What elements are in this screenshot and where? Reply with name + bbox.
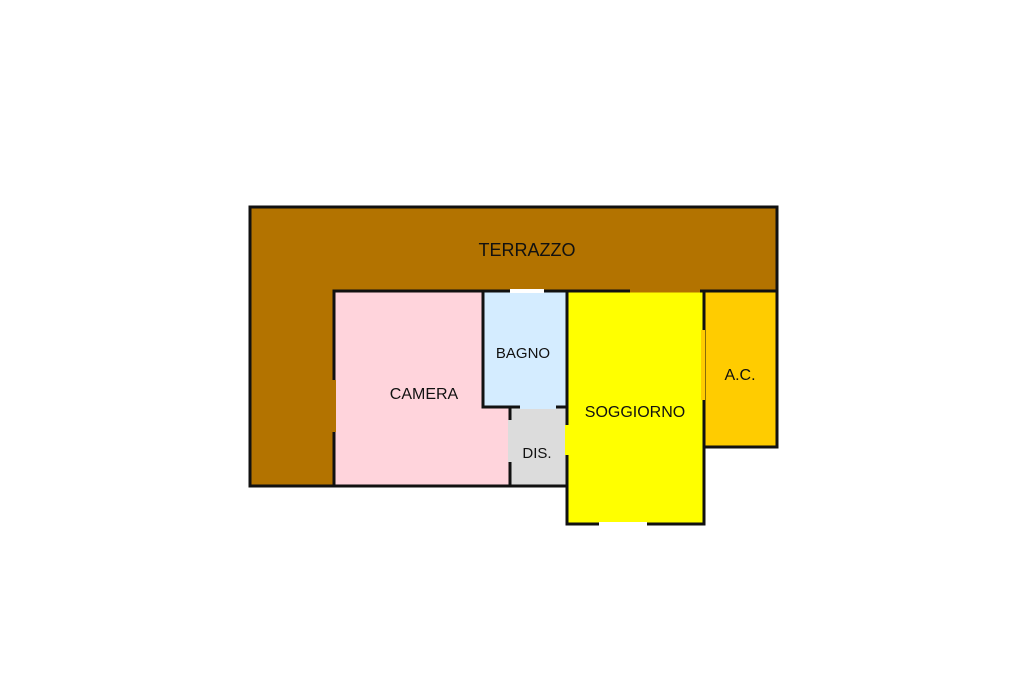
bagno-area	[481, 289, 569, 409]
wall-openings	[332, 289, 705, 526]
bagno-label: BAGNO	[496, 345, 550, 362]
dis-label: DIS.	[522, 445, 551, 462]
terrazzo-label: TERRAZZO	[479, 240, 576, 260]
camera-label: CAMERA	[390, 386, 459, 403]
soggiorno-label: SOGGIORNO	[585, 404, 685, 421]
ac-label: A.C.	[724, 367, 755, 384]
ac-area	[701, 289, 779, 449]
